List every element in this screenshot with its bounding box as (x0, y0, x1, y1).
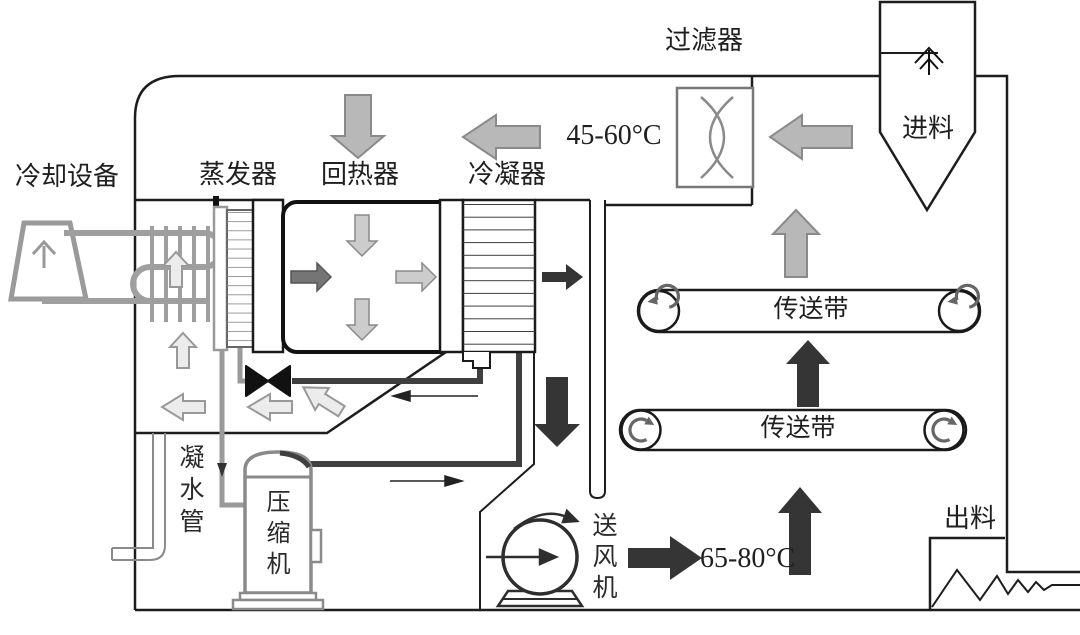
gray-air-arrows (329, 94, 853, 278)
drain-arrowhead-icon (217, 463, 227, 477)
duct-down-arrow-icon (329, 94, 387, 160)
condenser-bottom-notch (462, 352, 491, 369)
regenerator (281, 200, 457, 354)
flow-right-arrowhead-icon (444, 474, 465, 488)
channel-down-arrow-icon (534, 377, 580, 447)
left-arrow1-icon (160, 392, 206, 422)
channel-divider-wall (589, 200, 606, 500)
compressor-label: 压缩机 (262, 489, 288, 582)
rotation-ccw-icon (647, 283, 680, 309)
up-arrow2-icon (167, 331, 199, 369)
cooling-coil (42, 226, 224, 322)
compressor-port (309, 528, 323, 564)
conveyor-upper-label: 传送带 (773, 296, 849, 323)
fan-outlet-arrow-icon (513, 508, 580, 530)
condenser-fins (463, 200, 535, 352)
rotation-cw-icon (628, 416, 655, 443)
discharge-chute (928, 536, 1080, 610)
return-air-temp-label: 45-60°C (566, 120, 662, 151)
suction-pipe (219, 348, 247, 508)
filter-label: 过滤器 (664, 26, 743, 55)
discharge-zigzag (931, 568, 1080, 608)
liquid-pipe (292, 352, 483, 384)
duct-left-arrow1-icon (461, 113, 541, 161)
left-arrow2-icon (246, 392, 293, 422)
flow-left-arrowhead-icon (390, 389, 411, 403)
compressor-top-arc (279, 450, 312, 469)
dark-air-arrows (534, 264, 830, 580)
condenser-out-right-arrow-icon (542, 264, 583, 290)
rotation-cw-icon (931, 416, 958, 443)
regen-down-arrow-bottom-icon (345, 298, 379, 342)
evaporator-top-tick (213, 196, 219, 209)
duct-left-arrow2-icon (768, 113, 853, 161)
filter (675, 86, 755, 189)
fan-flow-arrow-icon (486, 548, 560, 566)
conveyor-lower-label: 传送带 (760, 415, 836, 442)
compressor (231, 450, 325, 611)
rotation-ccw-icon (947, 283, 980, 309)
regen-down-arrow-top-icon (345, 214, 379, 258)
conveyor-low-up-arrow-icon (778, 487, 822, 575)
evaporator-label: 蒸发器 (198, 160, 277, 189)
conveyor-lower (618, 408, 968, 452)
evaporator (212, 196, 285, 354)
conveyor-mid-up-arrow-icon (786, 340, 830, 407)
feed-inlet-label: 进料 (901, 114, 954, 143)
diagonal-left-arrow-icon (301, 386, 347, 418)
cooling-spray-arrow-icon (31, 239, 57, 268)
flow-direction-arrows (390, 389, 478, 488)
cooling-device-label: 冷却设备 (14, 162, 119, 191)
condenser-label: 冷凝器 (467, 160, 546, 189)
blower-label: 送风机 (589, 512, 616, 605)
supply-right-arrow-icon (628, 536, 702, 580)
condensate-pipe (111, 433, 166, 561)
chamber-up-arrow-icon (770, 208, 822, 278)
discharge-pipe (283, 352, 522, 467)
condensate-pipe-label: 凝水管 (176, 444, 203, 540)
blower-fan (486, 508, 585, 608)
hollow-air-arrows (160, 250, 347, 422)
regenerator-label: 回热器 (320, 160, 399, 189)
feed-spray-arrow-icon (914, 46, 944, 75)
filter-mesh-icon (700, 96, 734, 179)
feed-hopper (878, 0, 977, 213)
condenser (438, 198, 537, 369)
regen-right-arrow-light-icon (395, 261, 438, 293)
conveyor-upper (636, 283, 982, 334)
up-arrow1-icon (160, 250, 192, 288)
supply-air-temp-label: 65-80°C (700, 543, 796, 574)
regen-right-arrow-dark-icon (290, 261, 333, 293)
expansion-valve-icon (245, 365, 291, 397)
evaporator-fins (227, 210, 253, 347)
discharge-outlet-label: 出料 (943, 504, 996, 533)
